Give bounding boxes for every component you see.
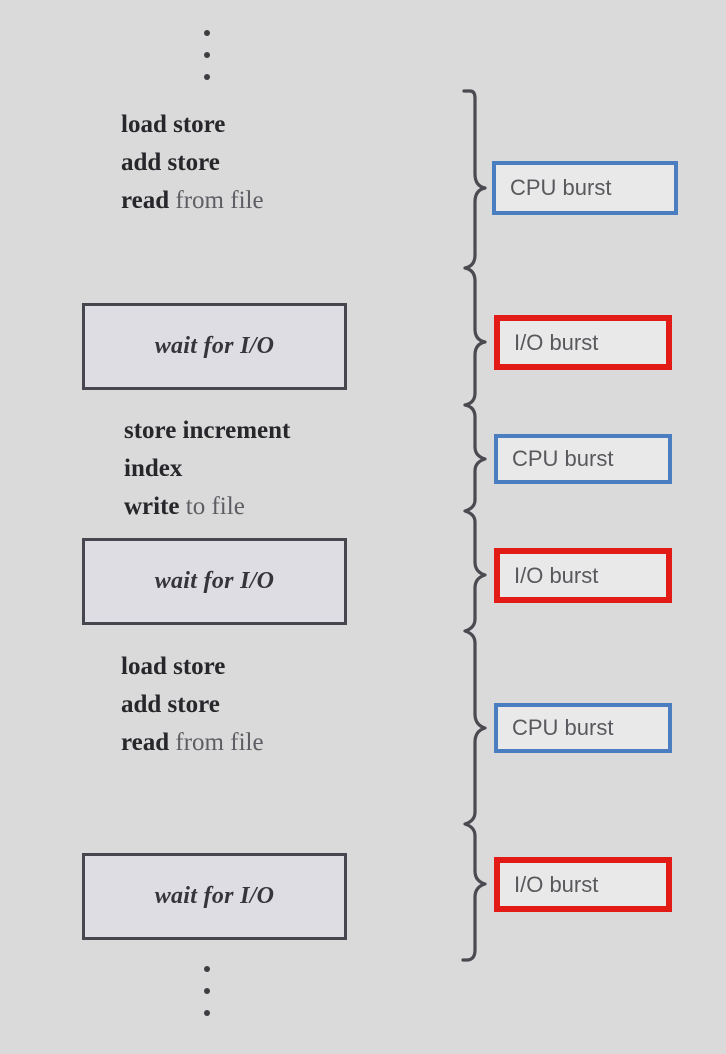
brace-top-hook (462, 89, 477, 176)
code-argument: from file (169, 187, 264, 214)
code-keyword: store increment (124, 417, 291, 444)
code-keyword: add store (121, 149, 220, 176)
code-keyword: load store (121, 653, 226, 680)
code-line: index (124, 450, 290, 488)
brace-pinch-5 (463, 810, 477, 873)
code-line: read from file (121, 724, 264, 762)
code-keyword: add store (121, 691, 220, 718)
code-keyword: load store (121, 111, 226, 138)
burst-box-cpu-2: CPU burst (494, 434, 672, 484)
ellipsis-dot (204, 966, 210, 972)
ellipsis-dot (204, 74, 210, 80)
burst-label: CPU burst (512, 715, 614, 740)
code-line: load store (121, 106, 264, 144)
brace-tip-2 (473, 327, 487, 395)
brace-pinch-3 (463, 498, 477, 564)
code-argument: from file (169, 729, 264, 756)
code-keyword: read (121, 729, 170, 756)
code-keyword: write (124, 493, 180, 520)
burst-label: CPU burst (512, 446, 614, 471)
ellipsis-dot (204, 988, 210, 994)
wait-label: wait for I/O (154, 568, 275, 594)
code-line: store increment (124, 412, 290, 450)
ellipsis-dot (204, 30, 210, 36)
brace-pinch-2 (463, 391, 477, 449)
burst-box-io-2: I/O burst (494, 548, 672, 603)
burst-box-io-1: I/O burst (494, 315, 672, 370)
ellipsis-bottom (204, 966, 210, 1016)
code-line: write to file (124, 488, 290, 526)
code-line: load store (121, 648, 264, 686)
brace-pinch-1 (463, 253, 477, 331)
brace-tip-6 (473, 869, 487, 952)
code-keyword: read (121, 187, 170, 214)
burst-box-io-3: I/O burst (494, 857, 672, 912)
code-block-2: store increment index write to file (124, 412, 290, 526)
burst-label: I/O burst (514, 871, 599, 897)
wait-box-1: wait for I/O (82, 303, 347, 390)
burst-label: I/O burst (514, 329, 599, 355)
burst-box-cpu-3: CPU burst (494, 703, 672, 753)
code-block-3: load store add store read from file (121, 648, 264, 762)
brace-bottom-hook (461, 948, 477, 962)
wait-label: wait for I/O (154, 883, 275, 909)
ellipsis-dot (204, 52, 210, 58)
brace-pinch-4 (463, 617, 477, 716)
wait-box-3: wait for I/O (82, 853, 347, 940)
burst-label: I/O burst (514, 562, 599, 588)
brace-tip-4 (473, 560, 487, 621)
code-line: add store (121, 686, 264, 724)
code-line: add store (121, 144, 264, 182)
brace-tip-1 (473, 172, 487, 257)
burst-label: CPU burst (510, 175, 612, 200)
brace-tip-3 (473, 445, 487, 502)
ellipsis-dot (204, 1010, 210, 1016)
burst-box-cpu-1: CPU burst (492, 161, 678, 215)
brace-tip-5 (473, 712, 487, 814)
code-line: read from file (121, 182, 264, 220)
ellipsis-top (204, 30, 210, 80)
code-block-1: load store add store read from file (121, 106, 264, 220)
code-keyword: index (124, 455, 183, 482)
wait-label: wait for I/O (154, 333, 275, 359)
code-argument: to file (179, 493, 245, 520)
wait-box-2: wait for I/O (82, 538, 347, 625)
